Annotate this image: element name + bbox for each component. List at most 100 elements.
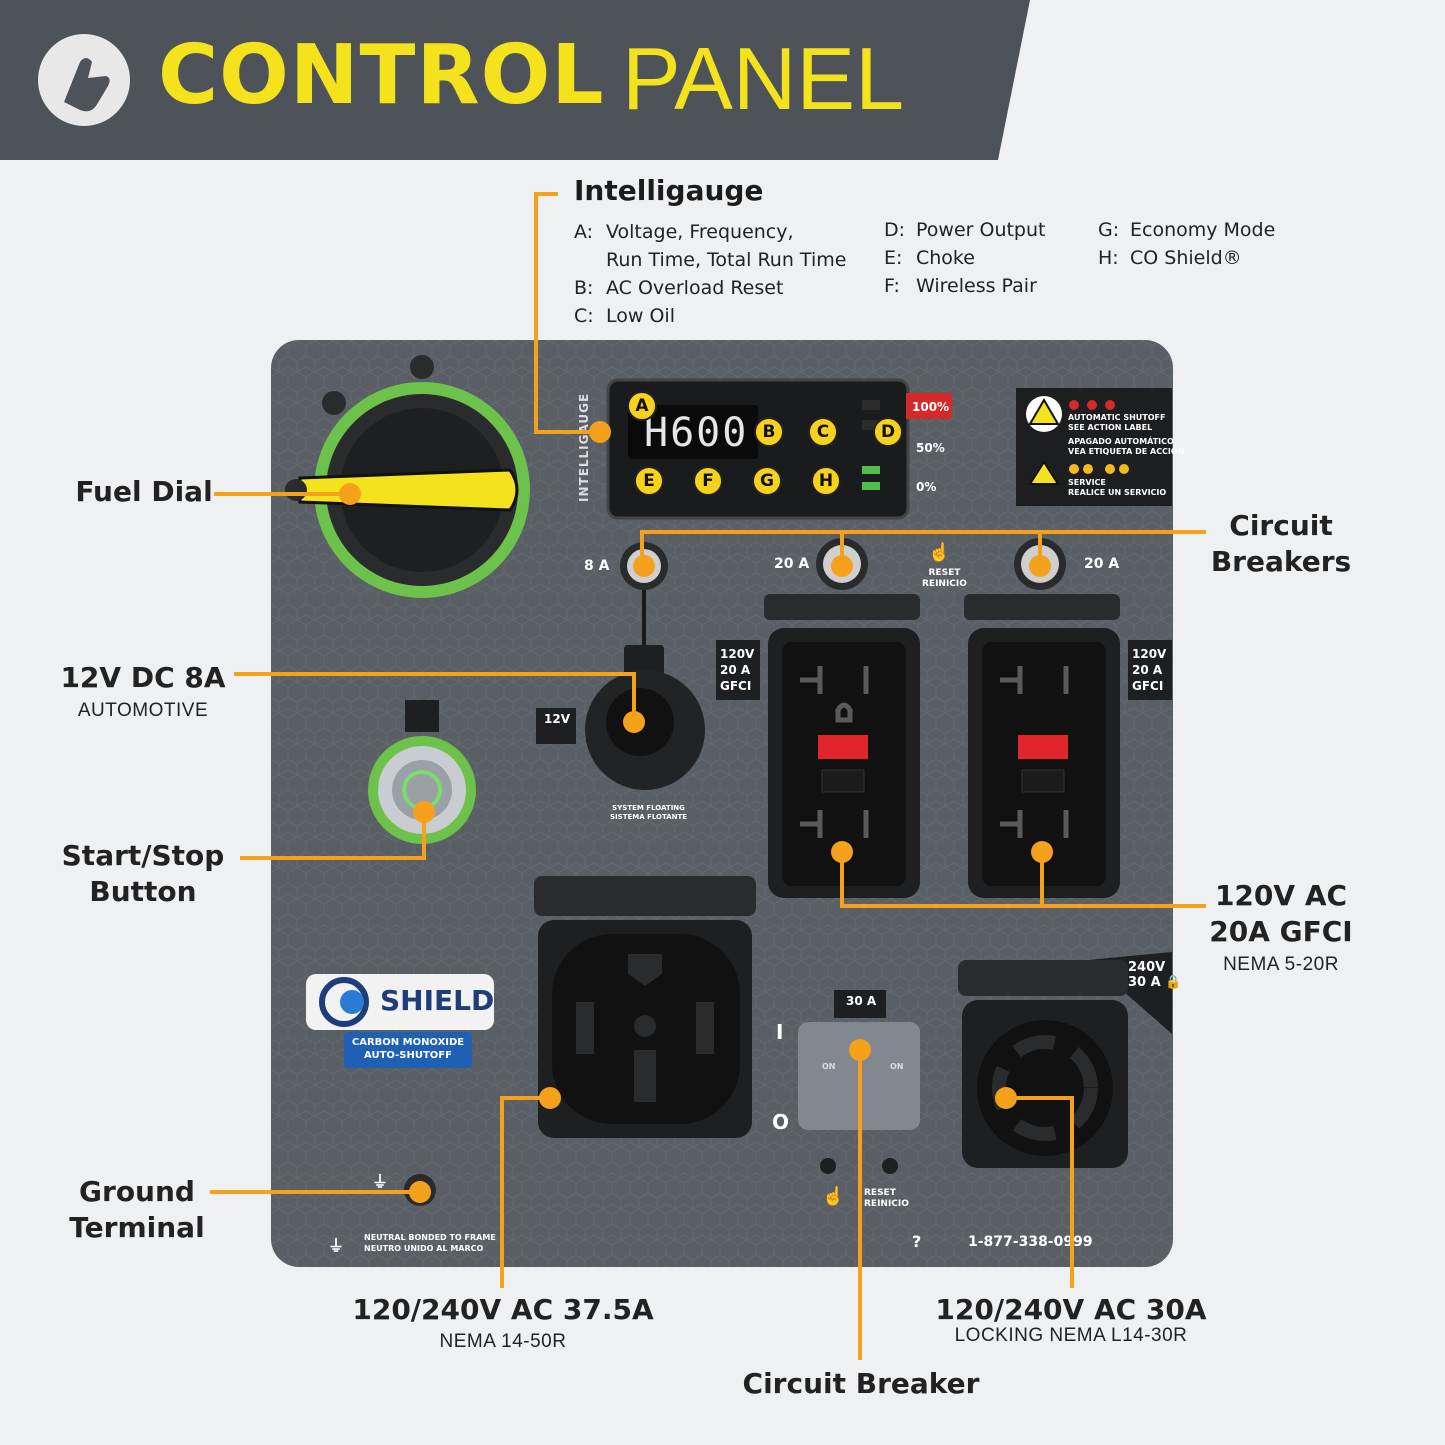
leader-intelligauge xyxy=(534,192,558,196)
no-fuel-icon xyxy=(410,355,434,379)
scale-0: 0% xyxy=(916,480,937,494)
legend-item: A:Voltage, Frequency, xyxy=(574,221,794,243)
outlet-14-50 xyxy=(534,876,756,1138)
ground-symbol-icon: ⏚ xyxy=(372,1172,389,1191)
legend-item: B:AC Overload Reset xyxy=(574,277,784,299)
leader-12v-v xyxy=(632,672,636,722)
intelligauge-side-label: INTELLIGAUGE xyxy=(577,392,591,502)
breaker-8a-label: 8 A xyxy=(584,558,610,574)
legend-item: Run Time, Total Run Time xyxy=(606,249,847,271)
legend-column-1: A:Voltage, Frequency, Run Time, Total Ru… xyxy=(574,218,846,330)
breaker-on-left: ON xyxy=(822,1062,836,1071)
leader-fuel-dial xyxy=(214,492,350,496)
leader-breakers-v2 xyxy=(840,530,844,566)
breaker-30a-label: 30 A xyxy=(846,994,877,1008)
phone-support-icon: ? xyxy=(912,1232,922,1251)
intelligauge-display: H600 xyxy=(644,410,749,456)
leader-1450-h xyxy=(500,1096,552,1100)
page-title-light: PANEL xyxy=(622,29,905,128)
legend-column-2: D:Power Output E:Choke F:Wireless Pair xyxy=(884,216,1045,300)
callout-l14-30-sub: LOCKING NEMA L14-30R xyxy=(954,1325,1188,1346)
callout-14-50-sub: NEMA 14-50R xyxy=(439,1331,567,1352)
callout-gfci-sub: NEMA 5-20R xyxy=(1223,954,1339,975)
leader-dot xyxy=(589,421,611,443)
leader-l1430-v xyxy=(1070,1096,1074,1288)
leader-dot xyxy=(831,841,853,863)
fuel-off-icon xyxy=(322,391,346,415)
leader-dot xyxy=(409,1181,431,1203)
leader-dot xyxy=(849,1039,871,1061)
breaker-on-right: ON xyxy=(890,1062,904,1071)
gauge-letter-a: A xyxy=(627,391,657,421)
breaker-20a-left-label: 20 A xyxy=(774,556,810,572)
callout-12v-dc: 12V DC 8A xyxy=(60,661,226,694)
gfci-outlet-right xyxy=(964,594,1120,898)
leader-start xyxy=(240,856,426,860)
gauge-letter-h: H xyxy=(811,466,841,496)
leader-dot xyxy=(633,555,655,577)
reset-hand-icon: ☝ xyxy=(928,542,951,562)
leader-intelligauge-v xyxy=(534,192,538,432)
callout-circuit-breaker: Circuit Breaker xyxy=(742,1367,980,1400)
leader-dot xyxy=(413,801,435,823)
legend-item: G:Economy Mode xyxy=(1098,219,1276,241)
leader-dot xyxy=(539,1087,561,1109)
leader-12v xyxy=(234,672,636,676)
intelligauge-title: Intelligauge xyxy=(574,174,764,207)
callout-12v-sub: AUTOMOTIVE xyxy=(77,700,209,721)
fuel-on-icon xyxy=(285,479,307,501)
breaker-20a-right-label: 20 A xyxy=(1084,556,1120,572)
leader-dot xyxy=(831,555,853,577)
leader-dot xyxy=(995,1087,1017,1109)
header-banner xyxy=(0,0,1030,160)
scale-50: 50% xyxy=(916,441,945,455)
legend-item: H:CO Shield® xyxy=(1098,247,1242,269)
neutral-ground-icon: ⏚ xyxy=(328,1236,345,1255)
fuel-dial xyxy=(298,382,530,598)
leader-dot xyxy=(623,711,645,733)
phone-number: 1-877-338-0999 xyxy=(968,1234,1093,1250)
gauge-letter-e: E xyxy=(634,466,664,496)
scale-100: 100% xyxy=(912,400,950,414)
leader-gfci xyxy=(840,904,1206,908)
leader-dot xyxy=(339,483,361,505)
leader-ground xyxy=(210,1190,420,1194)
outlet-l14-30 xyxy=(958,960,1128,1168)
leader-breakers-v1 xyxy=(640,530,644,566)
gauge-letter-b: B xyxy=(754,417,784,447)
coshield-name: SHIELD xyxy=(380,984,495,1017)
leader-breakers xyxy=(640,530,1206,534)
leader-gfci-v1 xyxy=(840,852,844,908)
leader-gfci-v2 xyxy=(1040,852,1044,908)
callout-l14-30: 120/240V AC 30A xyxy=(935,1293,1207,1326)
leader-dot xyxy=(1029,555,1051,577)
callout-14-50: 120/240V AC 37.5A xyxy=(352,1293,654,1326)
hand-pointer-icon xyxy=(38,34,130,126)
gfci-outlet-left xyxy=(764,594,920,898)
dc-tag: 12V xyxy=(544,712,570,726)
legend-item: E:Choke xyxy=(884,247,975,269)
callout-fuel-dial: Fuel Dial xyxy=(75,475,213,508)
legend-item: F:Wireless Pair xyxy=(884,275,1037,297)
legend-item: D:Power Output xyxy=(884,219,1046,241)
leader-intelligauge-h xyxy=(534,430,600,434)
switch-on-mark: I xyxy=(776,1020,784,1044)
gauge-letter-d: D xyxy=(873,417,903,447)
legend-item: C:Low Oil xyxy=(574,305,675,327)
leader-breakers-v3 xyxy=(1038,530,1042,566)
gauge-letter-g: G xyxy=(752,466,782,496)
gauge-letter-f: F xyxy=(693,466,723,496)
